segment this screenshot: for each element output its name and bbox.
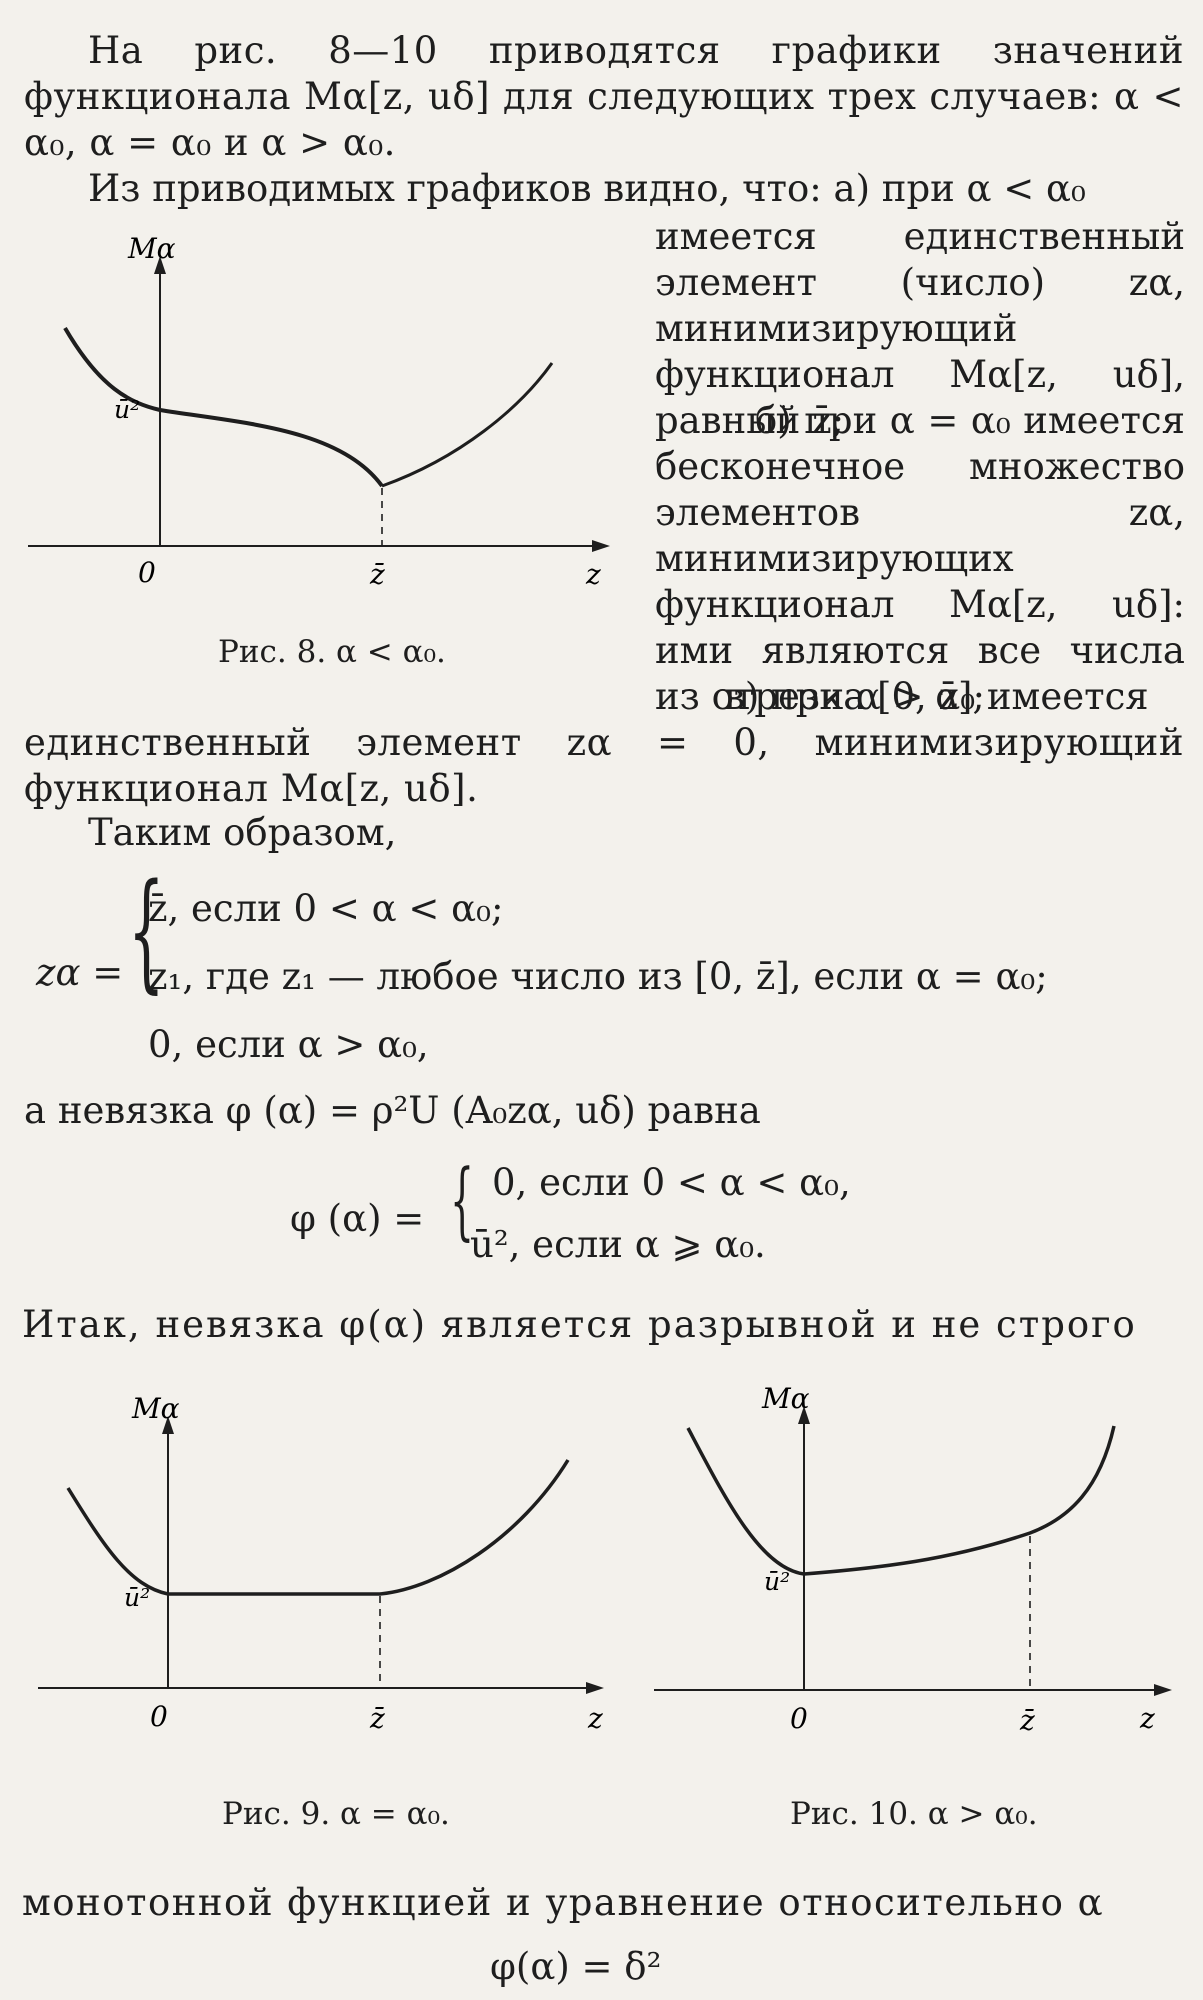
paragraph-intro: На рис. 8—10 приводятся графики значений… bbox=[24, 29, 1184, 164]
fig8-origin-label: 0 bbox=[138, 556, 156, 589]
paragraph-case-c: единственный элемент zα = 0, минимизирую… bbox=[24, 721, 1184, 810]
fig9-zbar-label: z̄ bbox=[369, 1702, 385, 1735]
fig9-x-label: z bbox=[587, 1702, 603, 1735]
formula-case-2: z₁, где z₁ — любое число из [0, z̄], есл… bbox=[148, 955, 1048, 998]
fig10-x-label: z bbox=[1139, 1702, 1155, 1735]
fig10-caption: Рис. 10. α > α₀. bbox=[790, 1796, 1038, 1832]
formula-phi-lhs: φ (α) = bbox=[290, 1197, 425, 1240]
fig8-y-label: Mα bbox=[127, 232, 176, 265]
paragraph-residual: а невязка φ (α) = ρ²U (A₀zα, uδ) равна bbox=[24, 1089, 761, 1132]
paragraph-graphs-first-line: Из приводимых графиков видно, что: а) пр… bbox=[88, 167, 1086, 210]
figure-9: Mα ū² 0 z̄ z bbox=[38, 1392, 604, 1735]
fig9-y-label: Mα bbox=[131, 1392, 180, 1425]
figure-10: Mα ū² 0 z̄ z bbox=[654, 1382, 1172, 1737]
figure-8: Mα ū² 0 z̄ z bbox=[28, 232, 610, 591]
equation-phi-delta: φ(α) = δ² bbox=[490, 1945, 662, 1988]
paragraph-thus: Таким образом, bbox=[88, 811, 397, 854]
formula-phi-brace: { bbox=[450, 1151, 475, 1249]
paragraph-monotonic: монотонной функцией и уравнение относите… bbox=[22, 1881, 1105, 1924]
formula-z-alpha-lhs: zα = bbox=[36, 951, 124, 994]
fig8-x-label: z bbox=[585, 558, 601, 591]
fig8-level-label: ū² bbox=[114, 395, 140, 424]
paragraph-conclusion-start: Итак, невязка φ(α) является разрывной и … bbox=[22, 1303, 1137, 1346]
fig8-zbar-label: z̄ bbox=[369, 558, 385, 591]
fig9-caption: Рис. 9. α = α₀. bbox=[222, 1796, 450, 1832]
text-column-case-c: в) при α > α₀ имеется bbox=[724, 675, 1149, 718]
fig9-level-label: ū² bbox=[124, 1583, 150, 1612]
formula-case-1: z̄, если 0 < α < α₀; bbox=[148, 887, 504, 930]
fig10-y-label: Mα bbox=[761, 1382, 810, 1415]
fig9-origin-label: 0 bbox=[150, 1700, 168, 1733]
fig8-caption: Рис. 8. α < α₀. bbox=[218, 634, 446, 670]
formula-phi-case-1: 0, если 0 < α < α₀, bbox=[492, 1161, 851, 1204]
text-column-case-b: б) при α = α₀ имеется бесконечное множес… bbox=[655, 399, 1185, 718]
formula-brace: { bbox=[128, 857, 165, 1006]
formula-phi-case-2: ū², если α ⩾ α₀. bbox=[470, 1223, 766, 1266]
fig10-level-label: ū² bbox=[764, 1567, 790, 1596]
fig10-origin-label: 0 bbox=[790, 1702, 808, 1735]
formula-case-3: 0, если α > α₀, bbox=[148, 1023, 429, 1066]
text-column-case-a: имеется единственный элемент (число) zα,… bbox=[655, 215, 1185, 442]
fig10-zbar-label: z̄ bbox=[1019, 1704, 1035, 1737]
